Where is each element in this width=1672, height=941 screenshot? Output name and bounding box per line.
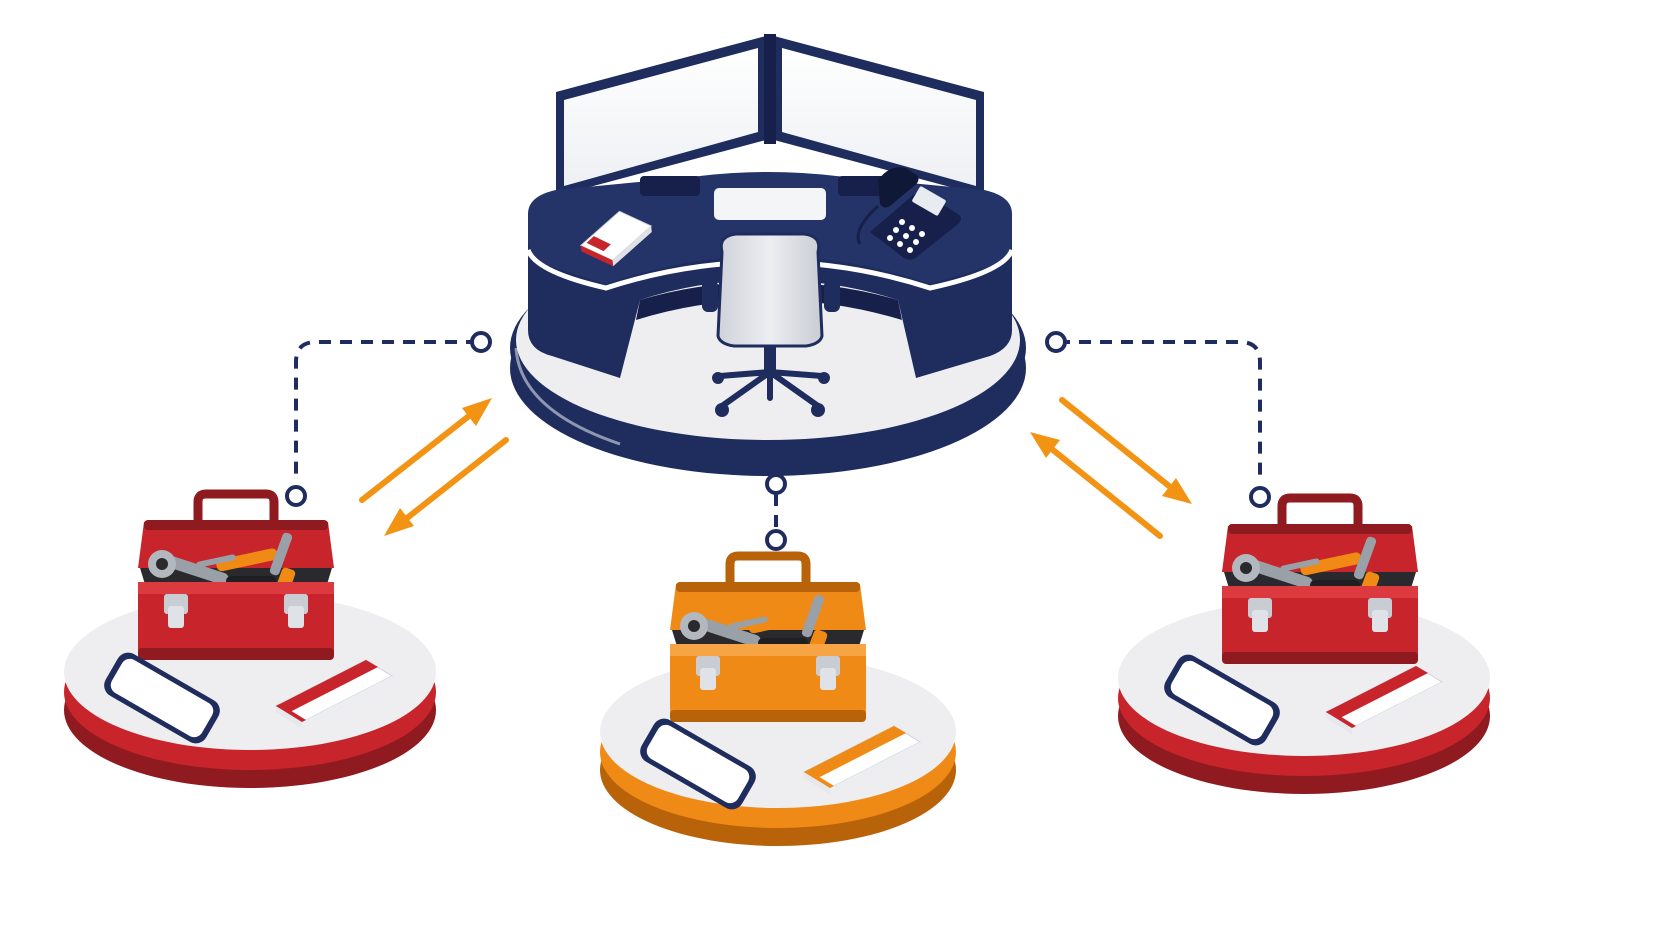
office-chair-icon (702, 232, 840, 417)
toolbox-icon (1222, 498, 1418, 664)
arrows-right (1030, 397, 1192, 539)
connector-center (765, 473, 787, 551)
arrow-up-left-icon (1045, 443, 1163, 539)
notebook-icon (579, 210, 653, 267)
technician-station-left (64, 494, 436, 788)
arrow-down-left-icon (399, 437, 509, 525)
connector-node-icon (470, 331, 492, 353)
desk-phone-icon (856, 167, 961, 260)
technician-station-center (600, 556, 956, 846)
dual-monitor-icon (556, 34, 984, 196)
dispatch-hub (510, 34, 1026, 476)
connector-right (1045, 331, 1271, 508)
connector-node-icon (1249, 486, 1271, 508)
arrows-left (359, 398, 509, 536)
toolbox-icon (670, 556, 866, 722)
toolbox-icon (138, 494, 334, 660)
connector-node-icon (285, 485, 307, 507)
technician-station-right (1118, 498, 1490, 794)
arrow-down-right-icon (1059, 397, 1177, 493)
arrow-up-right-icon (359, 409, 477, 503)
connector-node-icon (765, 473, 787, 495)
connector-node-icon (1045, 331, 1067, 353)
keyboard-icon (714, 188, 826, 220)
connector-node-icon (765, 529, 787, 551)
connector-left (285, 331, 492, 507)
